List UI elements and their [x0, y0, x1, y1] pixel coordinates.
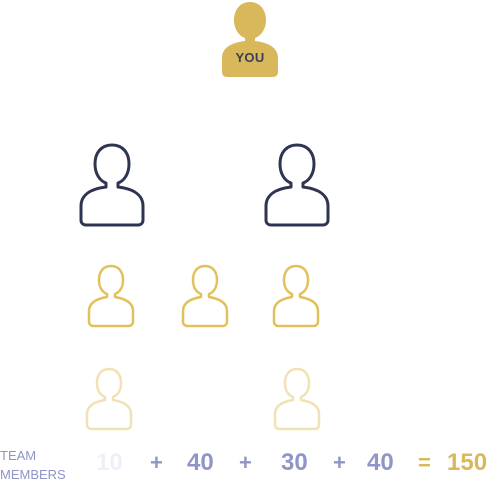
plus-operator: + — [333, 450, 346, 475]
level1-person-icon — [264, 143, 330, 227]
level2-person-icon — [181, 264, 229, 328]
plus-operator: + — [239, 450, 252, 475]
team-members-label-line2: MEMBERS — [0, 467, 66, 482]
team-members-label-line1: TEAM — [0, 448, 37, 463]
level2-person-icon — [87, 264, 135, 328]
level1-person-icon — [79, 143, 145, 227]
total-team-members-value: 150 — [447, 449, 488, 476]
you-person-icon — [222, 2, 278, 77]
team-size-equation: 10 + 40 + 30 + 40 = 150 — [0, 446, 495, 480]
plus-operator: + — [150, 450, 163, 475]
equals-operator: = — [418, 450, 431, 475]
level2-person-icon — [272, 264, 320, 328]
term-level2-value: 40 — [187, 449, 214, 476]
term-level3-value: 30 — [281, 449, 308, 476]
term-level1-value: 10 — [96, 449, 123, 476]
team-members-label: TEAM MEMBERS — [0, 446, 90, 484]
level3-person-icon — [85, 367, 133, 431]
level3-person-icon — [273, 367, 321, 431]
term-level4-value: 40 — [367, 449, 394, 476]
you-label: YOU — [235, 50, 265, 65]
